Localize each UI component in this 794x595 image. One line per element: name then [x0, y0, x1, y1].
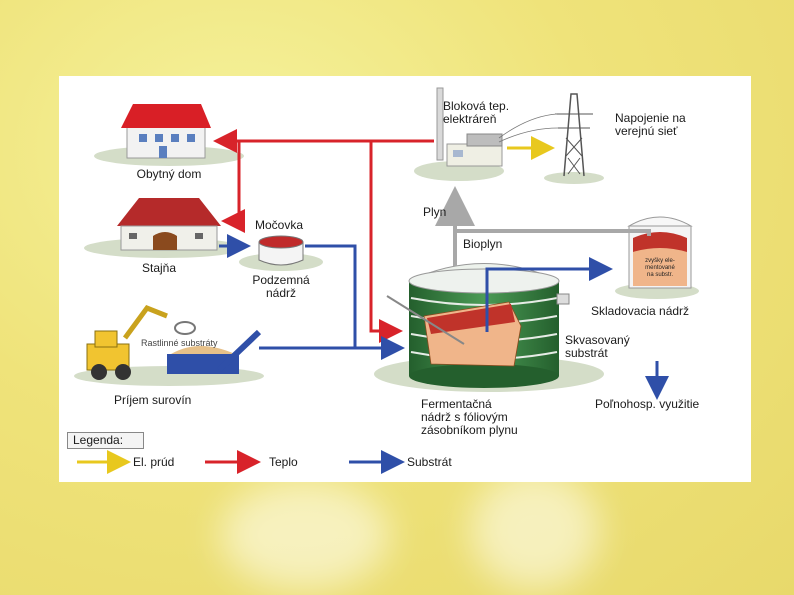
intake-illustration — [74, 304, 264, 386]
smoke-cloud — [470, 470, 600, 590]
gas-lines — [435, 186, 651, 266]
slurry-label: Močovka — [255, 218, 304, 232]
biogas-diagram: Obytný dom Stajňa Močovka Podzemná nádrž… — [59, 76, 751, 482]
storage-tank-label: Skladovacia nádrž — [591, 304, 690, 318]
legend-title-box — [67, 432, 144, 449]
substrate-lines — [219, 234, 669, 400]
fermenter-illustration — [374, 263, 604, 392]
smoke-cloud — [220, 480, 390, 590]
legend-heat-label: Teplo — [269, 455, 298, 469]
underground-tank-label: Podzemná nádrž — [252, 273, 310, 300]
raw-intake-label: Príjem surovín — [114, 393, 192, 407]
legend-substrate-label: Substrát — [407, 455, 452, 469]
digestate-label: Skvasovaný substrát — [565, 333, 630, 360]
plant-substrates-label: Rastlinné substráty — [141, 338, 218, 348]
stable-label: Stajňa — [141, 261, 177, 275]
chp-illustration — [414, 87, 504, 181]
heat-lines — [213, 129, 434, 343]
agri-use-label: Poľnohosp. využitie — [595, 397, 700, 411]
house-illustration — [94, 104, 244, 166]
legend-title: Legenda: — [73, 433, 124, 447]
stable-illustration — [84, 198, 244, 258]
grid-label: Napojenie na verejnú sieť — [615, 111, 686, 138]
storage-inner-label: zvyšky ele- mentované na substr. — [645, 258, 675, 278]
gas-label: Plyn — [423, 205, 447, 219]
chp-label: Bloková tep. elektráreň — [443, 99, 510, 126]
power-pylon-illustration — [498, 93, 604, 184]
legend-electricity-label: El. prúd — [133, 455, 175, 469]
house-label: Obytný dom — [136, 167, 202, 181]
fermenter-label: Fermentačná nádrž s fóliovým zásobníkom … — [421, 397, 518, 437]
biogas-label: Bioplyn — [463, 237, 503, 251]
storage-tank-illustration — [615, 216, 699, 299]
underground-tank-illustration — [239, 235, 323, 271]
diagram-graphics — [74, 87, 699, 474]
